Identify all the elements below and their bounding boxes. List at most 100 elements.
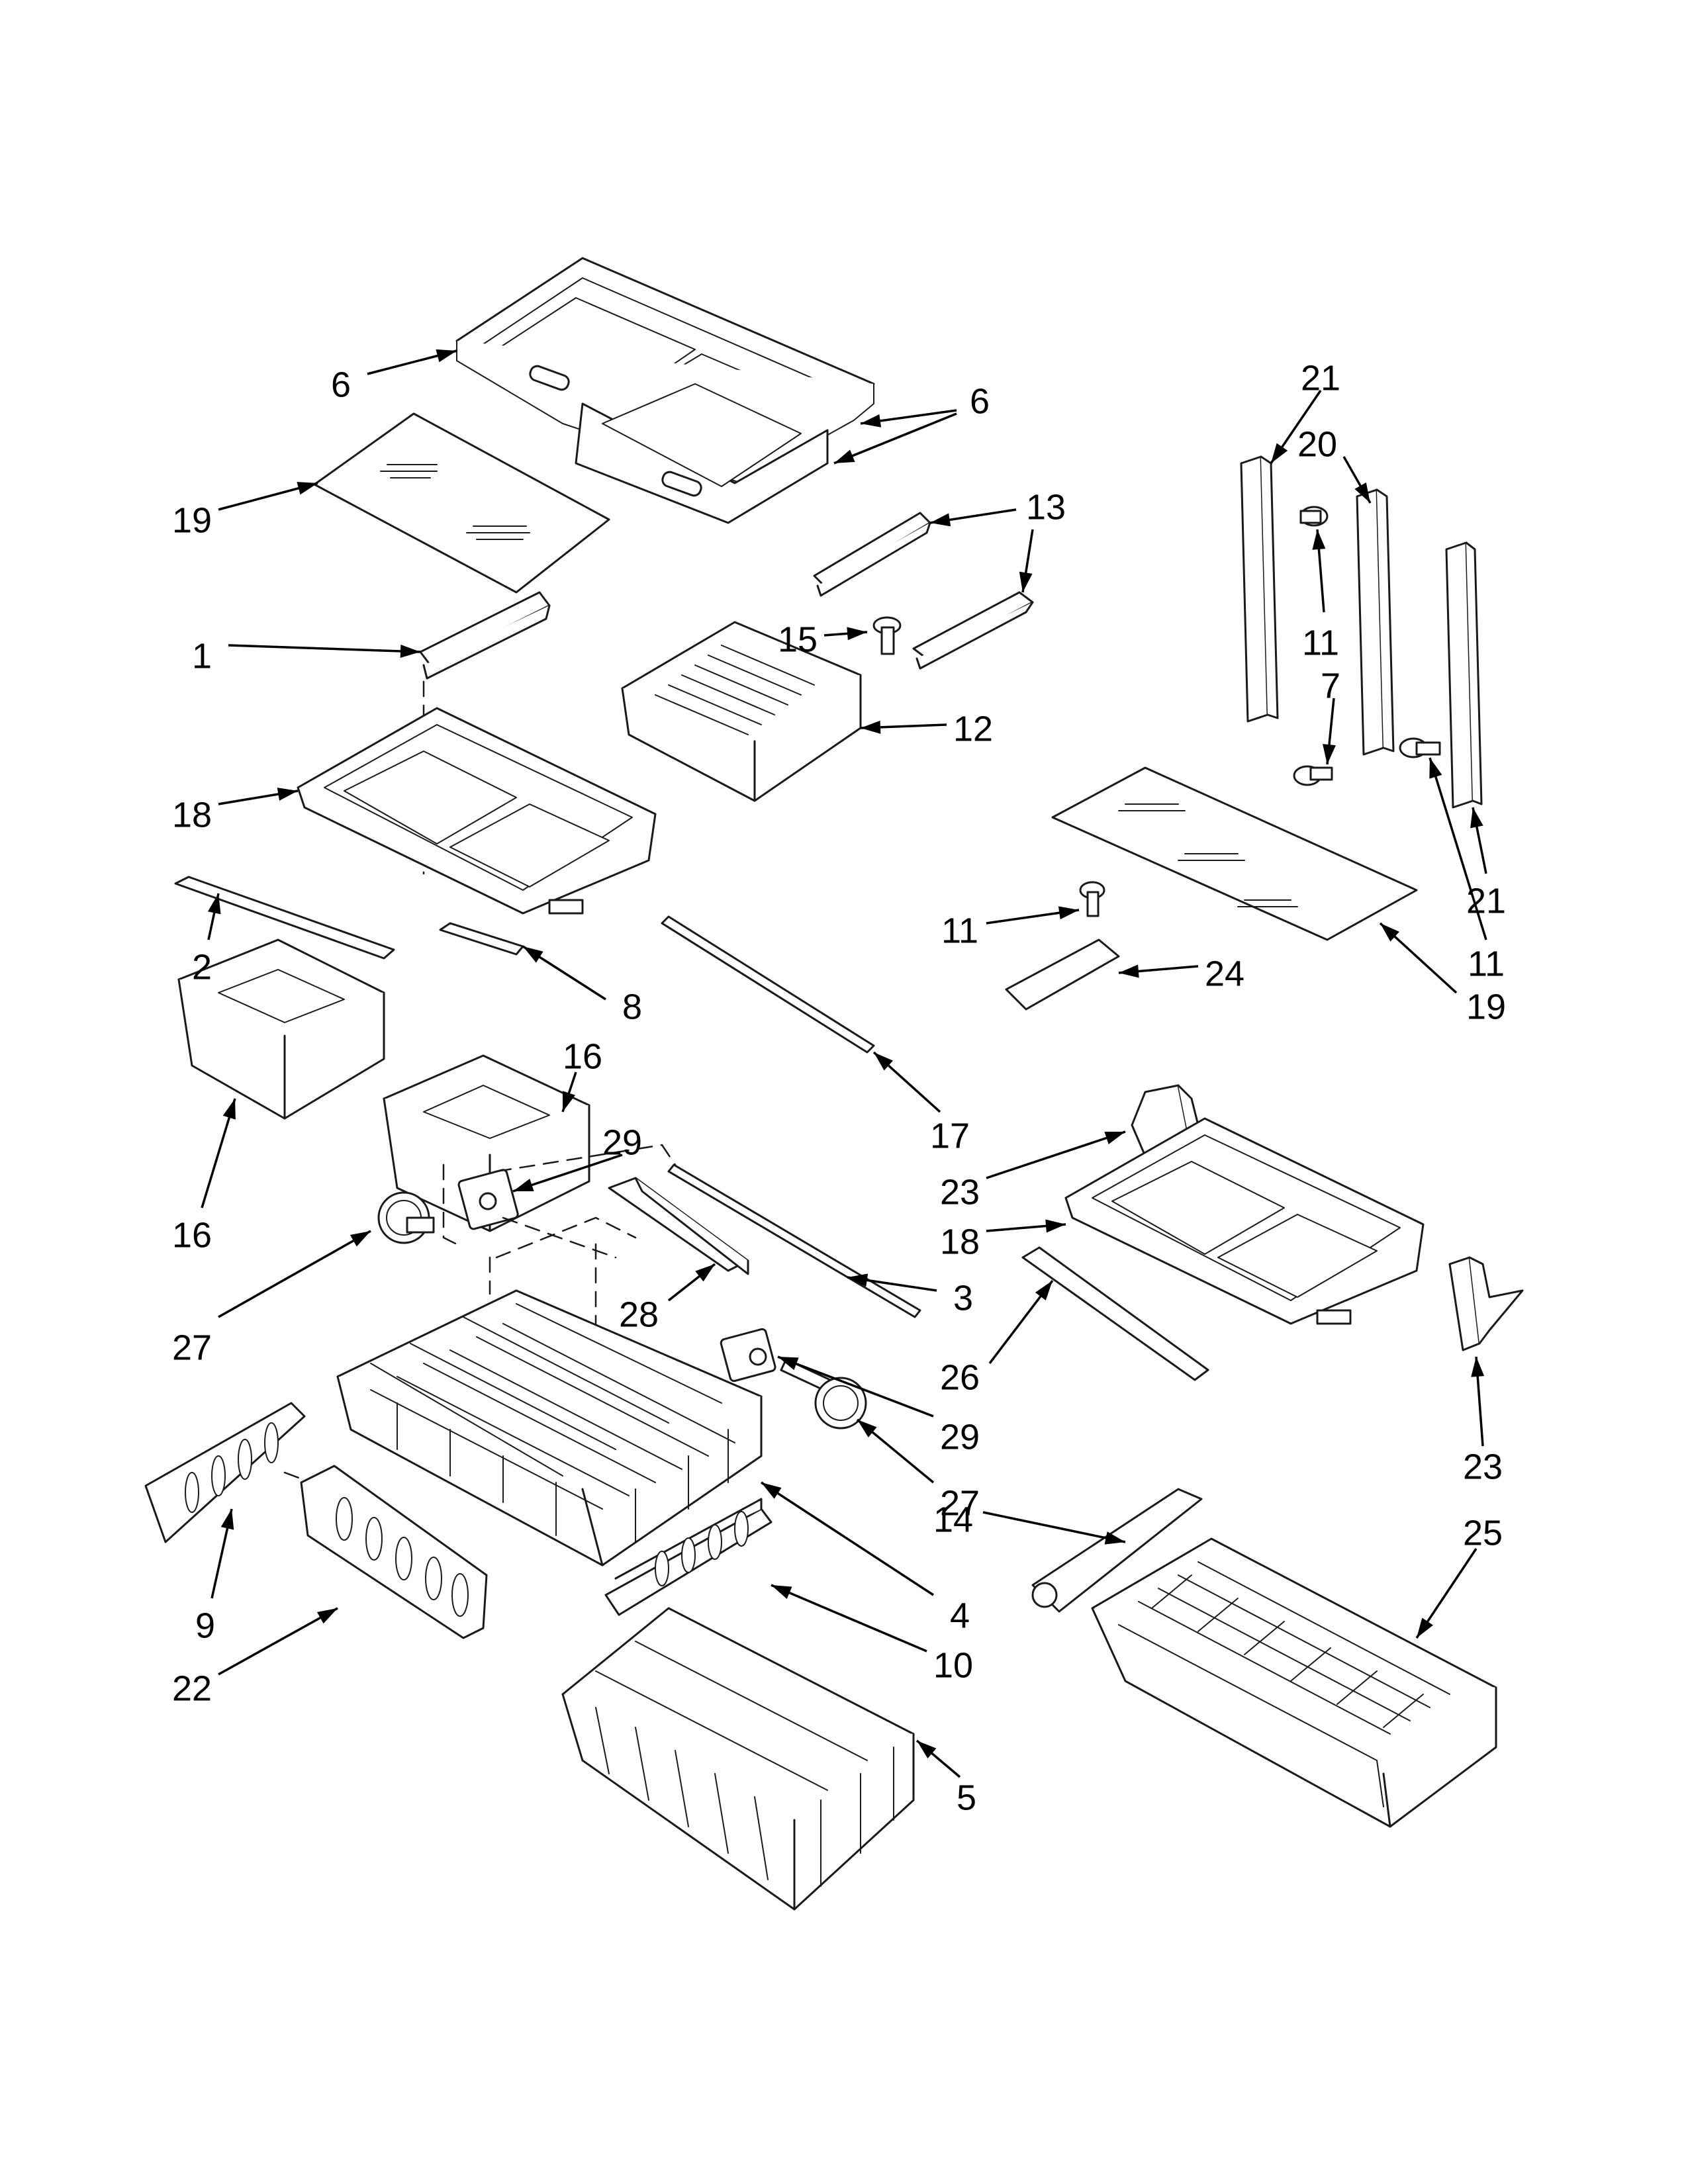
callout-c1: 1 [192,636,421,676]
shelf-frame-part-18-right [1064,1117,1425,1325]
callout-label: 18 [940,1222,980,1261]
arrowhead [695,1264,715,1282]
leader-line [777,1355,934,1418]
arrowhead [1429,758,1442,779]
callout-c24: 24 [1118,954,1244,993]
callout-c26: 26 [940,1279,1054,1397]
callout-label: 28 [619,1295,659,1334]
trim-part-2 [174,876,395,960]
arrowhead [1019,571,1033,592]
screw-part-15 [872,616,902,655]
bracket-part-24 [1005,938,1120,1011]
callout-c19b: 19 [1379,922,1506,1026]
callout-c13: 13 [929,487,1066,593]
bracket-part-29-upper [457,1169,519,1230]
callout-c23b: 23 [1463,1356,1503,1486]
callout-label: 13 [1026,487,1066,527]
arrowhead [222,1099,236,1120]
callout-c15: 15 [778,619,868,659]
crisper-drawer-part-12 [621,621,862,802]
callout-c21b: 21 [1466,807,1506,921]
callout-c27a: 27 [172,1230,371,1367]
callout-label: 21 [1466,881,1506,921]
arrowhead [513,1179,534,1191]
gear-part-27-left [377,1191,435,1244]
callout-label: 6 [331,365,351,404]
callout-c22: 22 [172,1607,338,1708]
arrowhead [834,449,855,463]
gear-part-27-right [780,1358,867,1430]
callout-label: 25 [1463,1513,1503,1553]
rail-part-21-left [1240,455,1279,723]
callout-label: 4 [950,1596,970,1635]
callout-label: 27 [940,1483,980,1523]
arrowhead [436,349,457,363]
callout-c27b: 27 [856,1418,980,1523]
arm-part-28 [608,1177,749,1275]
arrowhead [857,1420,877,1437]
leader-line [771,1584,927,1653]
callout-label: 16 [172,1215,212,1255]
arrowhead [861,720,881,734]
arrowhead [1104,1531,1125,1545]
callout-c23a: 23 [940,1130,1126,1212]
bin-part-16-right [383,1054,590,1232]
callout-c21a: 21 [1270,358,1340,464]
callout-c6b: 6 [833,381,990,465]
arrowhead [297,482,318,495]
callout-label: 2 [192,947,212,987]
callout-label: 11 [1302,623,1339,662]
callout-label: 21 [1301,358,1340,398]
arrowhead [1045,1219,1066,1233]
callout-c8: 8 [522,945,642,1026]
arrowhead [1271,443,1288,463]
glass-shelf-part-19 [313,412,610,594]
callout-label: 15 [778,619,818,659]
callout-c19a: 19 [172,482,318,540]
shelf-frame-part-18-left [297,707,657,915]
bin-part-16-left [177,938,385,1120]
callout-label: 29 [602,1122,642,1162]
arrowhead [1380,923,1399,942]
callout-c17: 17 [872,1051,970,1156]
wire-basket-part-4 [336,1289,763,1567]
callout-c18a: 18 [172,788,299,835]
arrowhead [761,1482,782,1499]
callout-label: 19 [1466,987,1506,1026]
arrowhead [861,414,882,428]
arrowhead [316,1608,338,1624]
arrowhead [1470,807,1483,829]
callout-label: 6 [970,381,990,421]
callout-label: 16 [563,1036,602,1076]
leader-line [1429,757,1487,940]
callout-label: 23 [1463,1447,1503,1486]
callout-c9: 9 [195,1508,234,1645]
callout-label: 10 [933,1645,973,1685]
leader-line [986,1130,1126,1179]
callout-label: 27 [172,1328,212,1367]
callout-label: 9 [195,1606,215,1645]
arrowhead [523,946,543,963]
arrowhead [1119,964,1139,978]
rail-part-20 [1356,488,1395,756]
cover-part-14 [1031,1488,1203,1613]
leader-line [218,1230,371,1318]
arrowhead [1471,1357,1485,1377]
screw-part-11-lower [1079,881,1105,917]
leader-line [218,1607,338,1676]
callout-c3: 3 [847,1273,973,1318]
glass-shelf-part-19-right [1051,766,1418,941]
arrowhead [1312,529,1326,550]
arrowhead [847,1273,868,1287]
arrowhead [847,627,867,641]
callout-c18b: 18 [940,1219,1066,1261]
screw-part-7 [1293,765,1333,786]
callout-label: 14 [933,1500,973,1539]
callout-label: 18 [172,795,212,835]
leader-line [761,1481,934,1596]
rod-part-17 [661,915,875,1054]
callout-c11c: 11 [941,906,1080,950]
shelf-frame-part-6 [455,257,875,524]
callout-label: 7 [1321,666,1340,705]
